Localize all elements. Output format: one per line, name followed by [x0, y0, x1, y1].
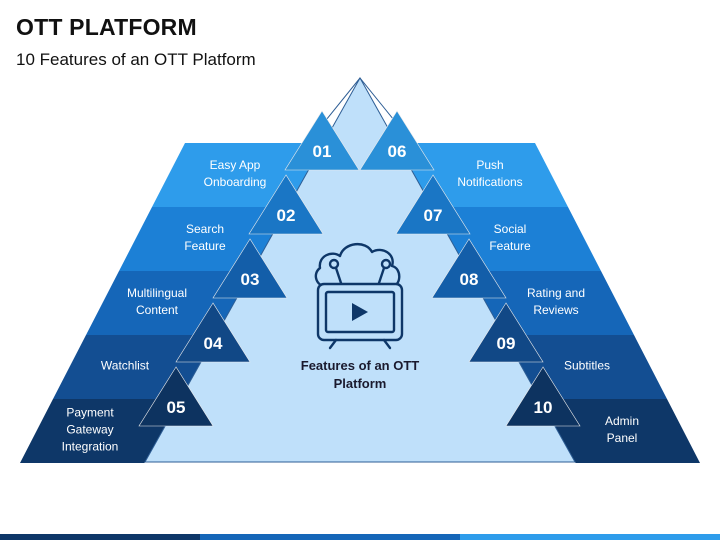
feature-number-02: 02 [276, 206, 296, 225]
feature-number-01: 01 [312, 142, 332, 161]
marker-02 [248, 174, 324, 235]
feature-label-06: Push Notifications [457, 158, 523, 189]
feature-label-02: Search Feature [184, 222, 226, 253]
feature-label-07: Social Feature [489, 222, 531, 253]
marker-03 [212, 238, 288, 299]
bottom-bar [0, 534, 720, 540]
left-band-05 [20, 399, 181, 463]
feature-number-07: 07 [423, 206, 443, 225]
marker-07 [395, 174, 471, 235]
feature-number-05: 05 [166, 398, 186, 417]
feature-number-03: 03 [240, 270, 260, 289]
marker-06 [359, 110, 435, 171]
center-label: Features of an OTT Platform [300, 358, 420, 391]
page-title: OTT PLATFORM [16, 14, 197, 40]
marker-09 [468, 302, 544, 363]
marker-05 [138, 366, 214, 427]
feature-label-04: Watchlist [100, 358, 150, 373]
feature-label-08: Rating and Reviews [526, 286, 586, 317]
feature-label-10: Admin Panel [604, 414, 640, 445]
page-subtitle: 10 Features of an OTT Platform [16, 50, 256, 69]
marker-08 [431, 238, 507, 299]
tv-cloud-network-icon [314, 243, 404, 350]
feature-label-01: Easy App Onboarding [203, 158, 267, 189]
right-band-10 [539, 399, 700, 463]
feature-number-06: 06 [387, 142, 407, 161]
feature-number-09: 09 [496, 334, 516, 353]
feature-label-09: Subtitles [563, 358, 611, 373]
feature-number-10: 10 [533, 398, 553, 417]
feature-label-03: Multilingual Content [126, 286, 188, 317]
feature-number-04: 04 [203, 334, 223, 353]
feature-label-05: Payment Gateway Integration [61, 405, 119, 454]
marker-10 [505, 366, 581, 427]
marker-04 [175, 302, 251, 363]
feature-number-08: 08 [459, 270, 479, 289]
marker-01 [284, 110, 360, 171]
